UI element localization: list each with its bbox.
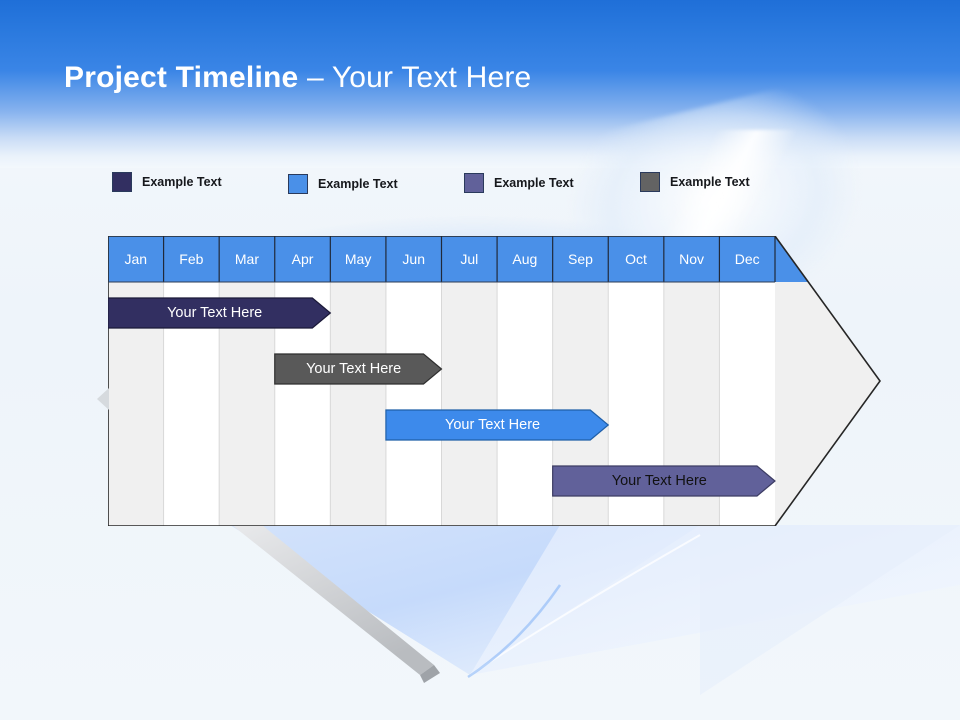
legend-item-label: Example Text (142, 175, 222, 189)
legend-swatch-icon (112, 172, 132, 192)
timeline-left-notch (97, 388, 109, 410)
legend-item-label: Example Text (494, 176, 574, 190)
legend-item-1[interactable]: Example Text (112, 172, 222, 192)
page-title-bold: Project Timeline (64, 61, 299, 94)
legend-item-label: Example Text (670, 175, 750, 189)
legend-swatch-icon (288, 174, 308, 194)
legend-swatch-icon (640, 172, 660, 192)
background-ribbon (0, 525, 960, 720)
legend: Example Text Example Text Example Text Exam… (0, 168, 960, 200)
legend-swatch-icon (464, 173, 484, 193)
page-title: Project Timeline – Your Text Here (64, 61, 531, 95)
page-title-rest: – Your Text Here (298, 61, 532, 94)
legend-item-label: Example Text (318, 177, 398, 191)
legend-item-2[interactable]: Example Text (288, 174, 398, 194)
legend-item-4[interactable]: Example Text (640, 172, 750, 192)
legend-item-3[interactable]: Example Text (464, 173, 574, 193)
